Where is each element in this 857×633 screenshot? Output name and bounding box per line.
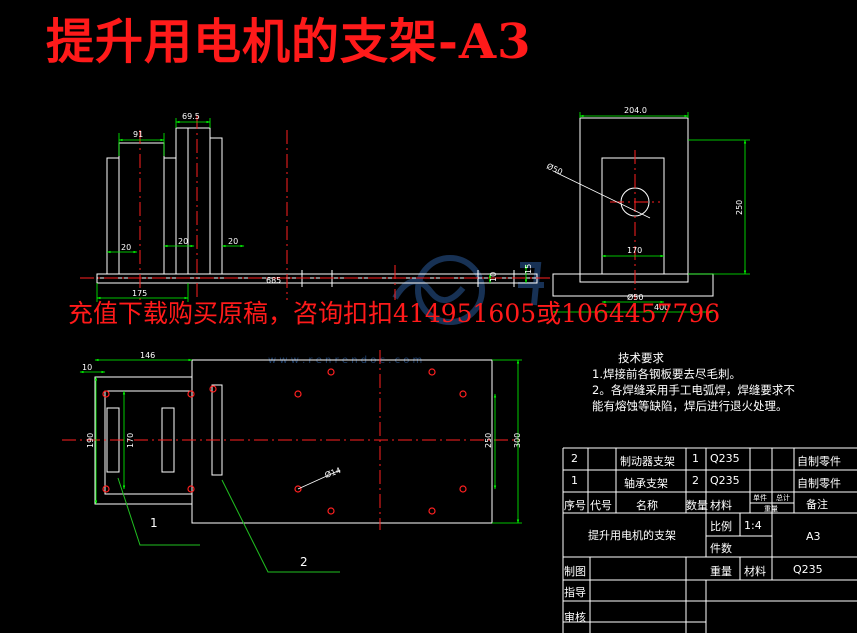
part-note: 自制零件 — [797, 455, 841, 468]
side-centerlines — [610, 150, 660, 300]
svg-text:170: 170 — [627, 246, 642, 255]
side-view — [552, 117, 714, 297]
part-qty: 2 — [692, 474, 699, 487]
header-code: 代号 — [590, 499, 612, 512]
side-dims — [552, 112, 750, 314]
plan-dims — [79, 358, 522, 524]
scale-label: 比例 — [710, 520, 732, 533]
drawing-name: 提升用电机的支架 — [588, 529, 676, 542]
header-no: 序号 — [564, 499, 586, 512]
svg-text:400: 400 — [654, 303, 669, 312]
scale-value: 1:4 — [744, 519, 762, 532]
front-centerlines — [80, 115, 550, 300]
count-label: 件数 — [710, 542, 732, 555]
svg-text:175: 175 — [132, 289, 147, 298]
front-dim-text: 91 69.5 20 20 20 175 685 10 15 — [121, 112, 533, 298]
svg-text:20: 20 — [178, 237, 188, 246]
plan-leaders — [117, 477, 340, 573]
material-value: Q235 — [793, 563, 823, 576]
balloon-2: 2 — [300, 555, 308, 569]
svg-text:10: 10 — [82, 363, 92, 372]
svg-text:Ø50: Ø50 — [545, 161, 564, 177]
svg-text:250: 250 — [735, 200, 744, 215]
plan-view — [94, 359, 493, 524]
side-dim-text: 204.0 250 Ø50 170 Ø50 400 — [545, 106, 744, 312]
svg-text:10: 10 — [489, 272, 498, 282]
tech-heading: 技术要求 — [618, 351, 664, 365]
watermark-text: 充值下载购买原稿，咨询扣扣414951605或1064457796 — [68, 299, 721, 328]
svg-text:146: 146 — [140, 351, 155, 360]
header-unit-weight: 单件 — [753, 494, 767, 502]
header-qty: 数量 — [686, 499, 708, 512]
tech-line-3: 能有熔蚀等缺陷，焊后进行退火处理。 — [592, 399, 788, 413]
technical-requirements: 技术要求 1.焊接前各钢板要去尽毛刺。 2。各焊缝采用手工电弧焊，焊缝要求不 能… — [592, 350, 795, 414]
front-dims — [96, 118, 528, 302]
svg-text:20: 20 — [121, 243, 131, 252]
svg-text:20: 20 — [228, 237, 238, 246]
title-block-frame — [562, 447, 857, 633]
review-label: 审核 — [564, 611, 586, 624]
part-qty: 1 — [692, 452, 699, 465]
part-no: 1 — [571, 474, 578, 487]
svg-text:300: 300 — [513, 433, 522, 448]
designer-label: 指导 — [564, 586, 586, 599]
svg-text:15: 15 — [524, 264, 533, 274]
part-no: 2 — [571, 452, 578, 465]
part-material: Q235 — [710, 452, 740, 465]
header-note: 备注 — [806, 498, 828, 511]
part-name: 轴承支架 — [624, 477, 668, 490]
svg-text:204.0: 204.0 — [624, 106, 647, 115]
svg-text:Ø14: Ø14 — [323, 465, 342, 480]
header-name: 名称 — [636, 499, 658, 512]
tech-line-1: 1.焊接前各钢板要去尽毛刺。 — [592, 367, 741, 381]
tech-line-2: 2。各焊缝采用手工电弧焊，焊缝要求不 — [592, 383, 795, 397]
header-weight: 重量 — [764, 505, 778, 513]
header-total-weight: 总计 — [776, 494, 790, 502]
svg-text:685: 685 — [266, 276, 281, 285]
sheet-size: A3 — [806, 530, 821, 543]
part-note: 自制零件 — [797, 477, 841, 490]
material-label: 材料 — [744, 565, 766, 578]
plan-holes — [102, 368, 467, 515]
svg-text:170: 170 — [126, 433, 135, 448]
svg-text:91: 91 — [133, 130, 143, 139]
header-material: 材料 — [710, 499, 732, 512]
drawing-title: 提升用电机的支架-A3 — [46, 14, 532, 70]
svg-text:69.5: 69.5 — [182, 112, 200, 121]
drawn-label: 制图 — [564, 565, 586, 578]
part-name: 制动器支架 — [620, 455, 675, 468]
svg-text:250: 250 — [484, 433, 493, 448]
plan-centerlines — [62, 350, 520, 530]
balloon-1: 1 — [150, 516, 158, 530]
plan-dim-text: 146 10 190 170 250 300 Ø14 1 2 — [82, 351, 522, 569]
weight-label: 重量 — [710, 565, 732, 578]
svg-text:190: 190 — [86, 433, 95, 448]
part-material: Q235 — [710, 474, 740, 487]
svg-text:Ø50: Ø50 — [627, 292, 643, 302]
